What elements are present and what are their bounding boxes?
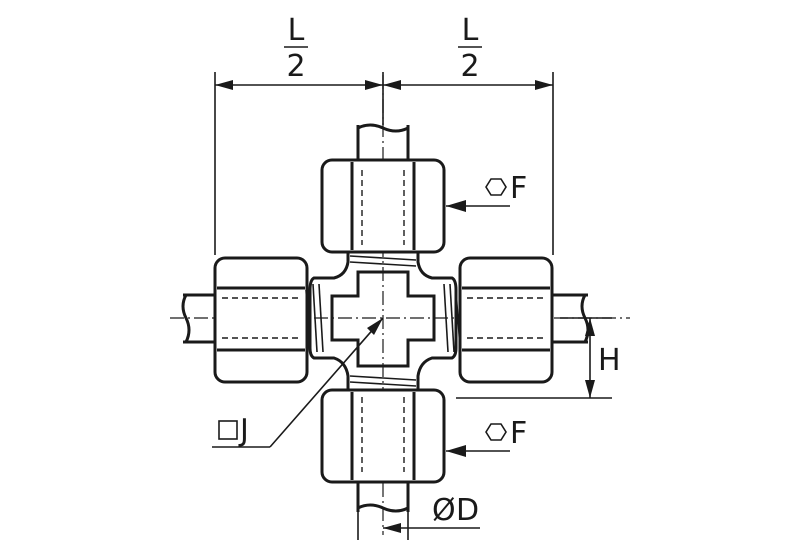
square-bore-callout: J bbox=[212, 317, 384, 448]
right-nut bbox=[458, 256, 554, 384]
hex-symbol-icon bbox=[485, 423, 507, 441]
hex-flat-top-label: F bbox=[510, 171, 527, 206]
hex-flat-top-callout: F bbox=[446, 171, 527, 212]
height-dimension: H bbox=[456, 317, 621, 399]
cross-body bbox=[305, 250, 461, 392]
hex-flat-bottom-callout: F bbox=[446, 416, 527, 457]
tube-diameter-label: D bbox=[456, 493, 479, 528]
length-left-denominator: 2 bbox=[286, 49, 305, 84]
tube-diameter-callout: Ø D bbox=[357, 493, 480, 540]
length-right-numerator: L bbox=[462, 13, 479, 48]
hex-symbol-icon bbox=[485, 178, 507, 196]
height-label: H bbox=[598, 343, 621, 378]
top-nut bbox=[320, 158, 446, 254]
square-bore-label: J bbox=[238, 413, 249, 448]
top-tube bbox=[356, 123, 410, 165]
bottom-nut bbox=[320, 388, 446, 484]
bottom-tube bbox=[356, 482, 410, 513]
hex-flat-bottom-label: F bbox=[510, 416, 527, 451]
length-dimension: L 2 L 2 bbox=[214, 13, 554, 255]
square-symbol-icon bbox=[218, 420, 238, 440]
diameter-symbol: Ø bbox=[432, 493, 456, 528]
left-nut bbox=[213, 256, 309, 384]
length-right-denominator: 2 bbox=[460, 49, 479, 84]
length-left-numerator: L bbox=[288, 13, 305, 48]
